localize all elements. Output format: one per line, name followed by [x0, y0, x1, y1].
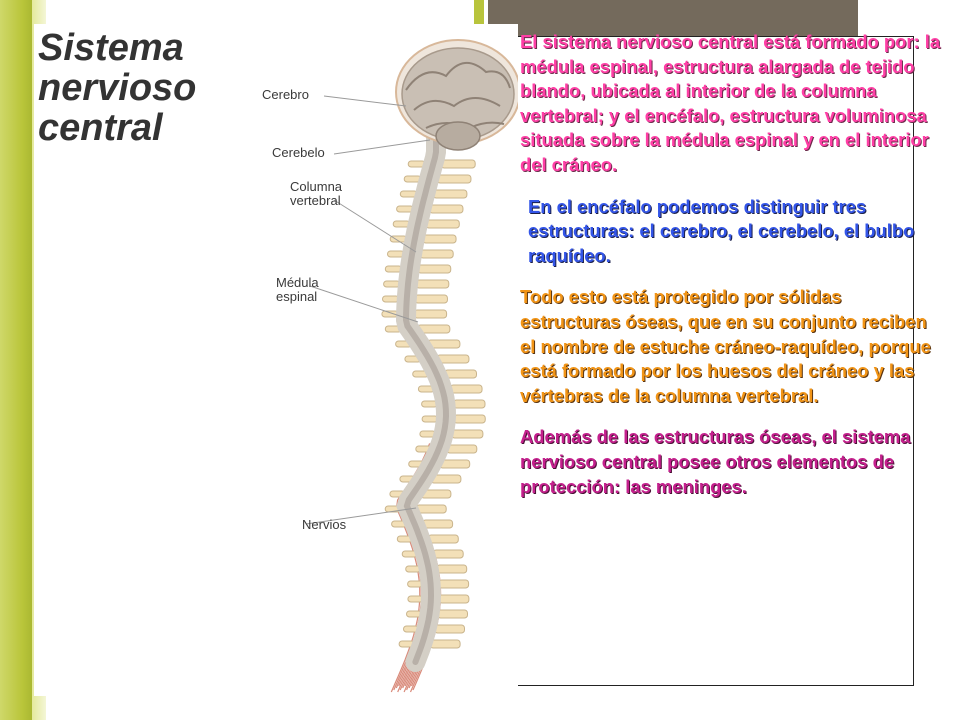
vertebra-process [438, 594, 470, 604]
top-dark-bar [488, 0, 858, 36]
diagram-title: Sistema nervioso central [38, 27, 197, 149]
text-frame [478, 36, 914, 686]
vertebra-process [444, 369, 478, 379]
vertebra-process-left [382, 295, 400, 303]
vertebra-process-left [383, 280, 401, 288]
vertebra-process [414, 294, 448, 304]
vertebra-process [452, 399, 486, 409]
vertebra-process [453, 414, 486, 424]
vertebra-process-left [381, 310, 399, 318]
vertebra-process [437, 609, 468, 619]
vertebra-process [432, 549, 464, 559]
vertebra-process [422, 519, 454, 529]
text-column: El sistema nervioso central está formado… [520, 30, 946, 516]
vertebra-process [436, 174, 472, 184]
vertebra-process [422, 234, 457, 244]
label-nervios: Nervios [302, 517, 347, 532]
vertebra-process-left [421, 415, 439, 423]
vertebra-process [413, 309, 448, 319]
paragraph-definition: El sistema nervioso central está formado… [520, 31, 941, 175]
top-green-strip [474, 0, 484, 30]
vertebra-process [415, 279, 450, 289]
vertebra-process [434, 624, 465, 634]
vertebra-process [415, 504, 447, 514]
vertebra-process [449, 384, 483, 394]
vertebra-process [440, 159, 476, 169]
vertebra-process [438, 579, 470, 589]
label-medula-espinal: Médula espinal [276, 275, 319, 304]
vertebra-process [417, 264, 452, 274]
nervous-system-illustration [305, 39, 518, 693]
brain [395, 39, 518, 151]
vertebra-process-left [384, 265, 403, 273]
paragraph-meninges: Además de las estructuras óseas, el sist… [520, 426, 911, 497]
pointer-lines [305, 95, 431, 525]
vertebra-process [427, 534, 459, 544]
vertebra-process [429, 639, 461, 649]
vertebra-process [425, 219, 460, 229]
vertebra-process [428, 204, 464, 214]
vertebra-process [432, 189, 468, 199]
left-decor-band [0, 0, 32, 720]
label-cerebro: Cerebro [262, 87, 309, 102]
label-columna-vertebral: Columna vertebral [290, 179, 343, 208]
vertebra-process [419, 249, 454, 259]
top-bar-gap [484, 0, 488, 36]
vertebra-process [451, 429, 484, 439]
vertebra-process-left [407, 595, 424, 603]
label-cerebelo: Cerebelo [272, 145, 325, 160]
spinal-cord [402, 131, 450, 665]
paragraph-proteccion-osea: Todo esto está protegido por sólidas est… [520, 286, 931, 406]
vertebra-process [446, 444, 478, 454]
paragraph-encefalo: En el encéfalo podemos distinguir tres e… [528, 195, 915, 266]
vertebra-process [436, 564, 468, 574]
vertebra-process-left [387, 250, 405, 258]
